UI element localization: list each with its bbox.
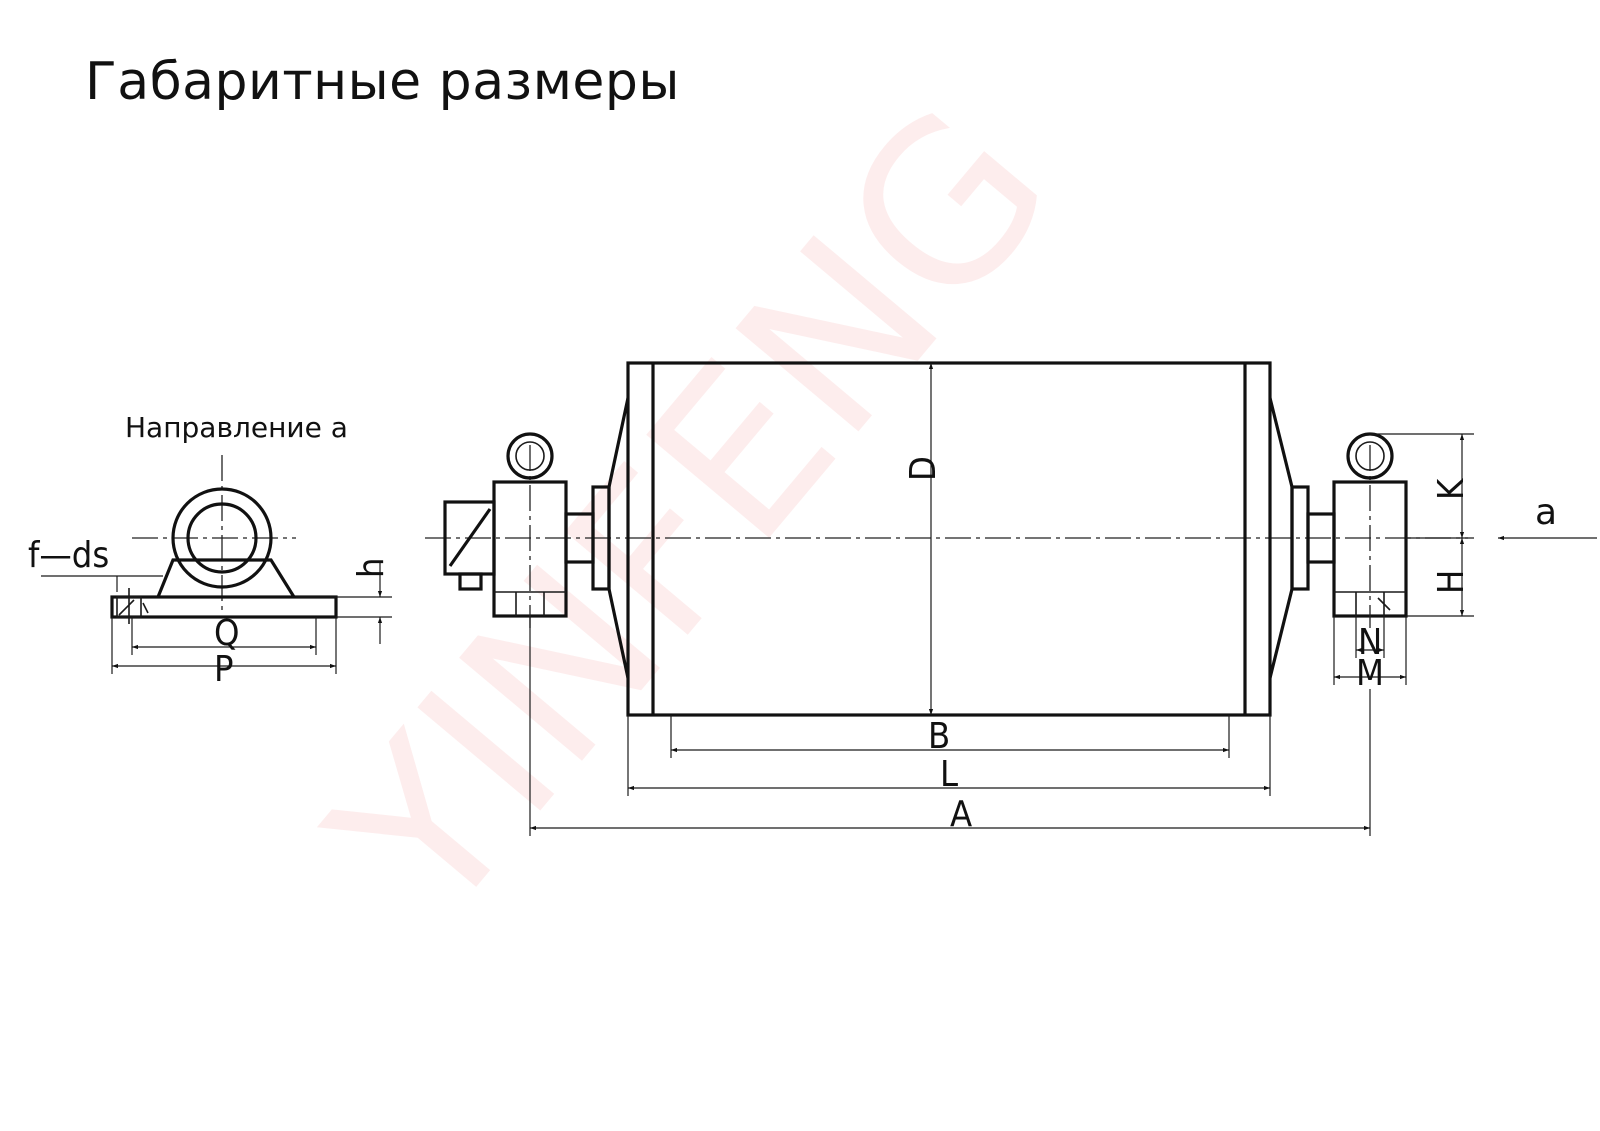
label-d: D — [903, 456, 944, 481]
side-view-caption: Направление а — [125, 411, 348, 444]
motor-box — [443, 500, 496, 591]
base-plate — [110, 595, 338, 619]
label-direction-a: a — [1535, 492, 1557, 533]
label-n: N — [1358, 622, 1382, 663]
label-k: K — [1431, 478, 1472, 500]
main-view: D B L A K H N M a — [425, 361, 1597, 836]
right-bearing-block — [1332, 432, 1408, 628]
bearing-outer-ring — [171, 487, 273, 589]
label-q: Q — [214, 613, 240, 654]
label-f-ds: f—ds — [28, 535, 109, 576]
label-l: L — [940, 754, 958, 795]
bearing-housing — [156, 558, 296, 598]
drum-shell — [607, 361, 1294, 717]
label-b: B — [928, 716, 950, 757]
side-view: Направление а f—ds h Q P — [28, 411, 392, 690]
label-m: M — [1356, 653, 1384, 694]
label-h-main: H — [1431, 570, 1472, 594]
label-a: A — [950, 794, 972, 835]
bearing-bore — [186, 502, 258, 574]
label-p: P — [214, 649, 234, 690]
page-title: Габаритные размеры — [85, 52, 680, 112]
label-h: h — [351, 557, 392, 578]
